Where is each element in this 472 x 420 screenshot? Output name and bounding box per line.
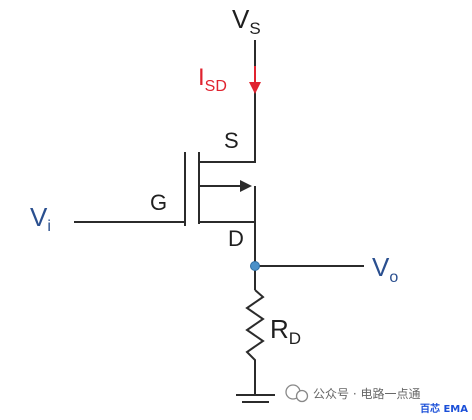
output-node	[250, 261, 260, 271]
channel-arrow-icon	[240, 180, 252, 192]
resistor-symbol	[245, 289, 265, 395]
watermark-text: 公众号 · 电路一点通	[313, 386, 420, 401]
current-label: ISD	[198, 64, 227, 95]
resistor-label: RD	[270, 314, 301, 348]
output-label: Vo	[372, 252, 398, 286]
brand-logo: 百芯 EMA	[420, 402, 468, 415]
watermark: 公众号 · 电路一点通 百芯 EMA	[285, 384, 468, 415]
mosfet-symbol	[184, 152, 256, 226]
ground-icon	[236, 394, 275, 403]
gate-label: G	[150, 190, 167, 215]
wechat-icon	[285, 384, 309, 403]
drain-label: D	[228, 226, 244, 251]
supply-label: VS	[232, 4, 261, 38]
source-label: S	[224, 128, 239, 153]
input-label: Vi	[30, 202, 51, 235]
current-arrow-icon	[249, 66, 261, 94]
